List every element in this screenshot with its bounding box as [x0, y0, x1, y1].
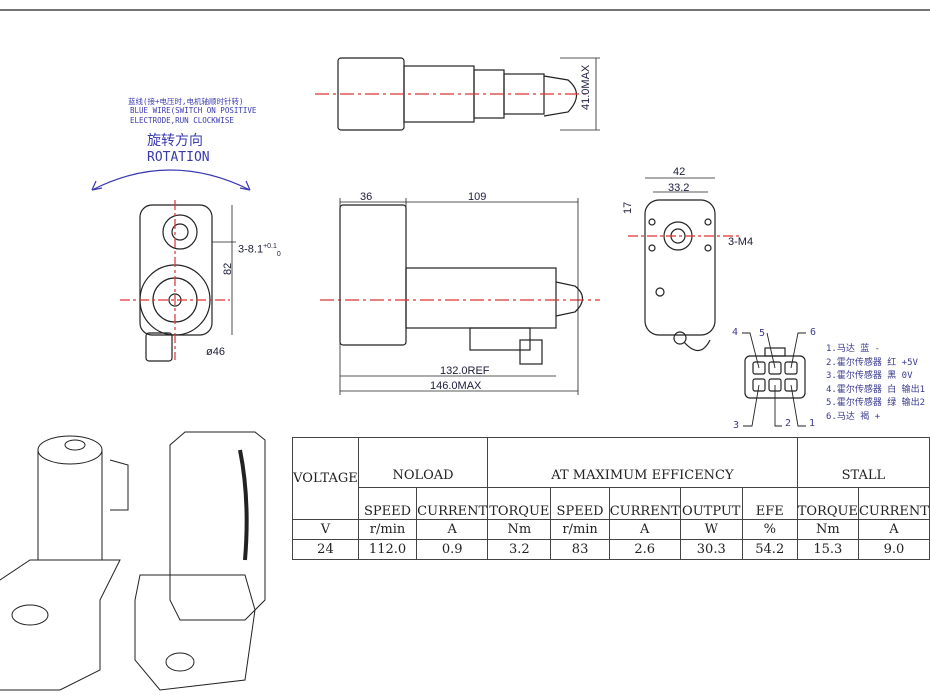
- legend-6: 6.马达 褐 +: [826, 411, 881, 422]
- value: 15.3: [796, 539, 859, 560]
- connector-legend: 1.马达 蓝 - 2.霍尔传感器 红 +5V 3.霍尔传感器 黑 0V 4.霍尔…: [826, 343, 925, 424]
- voltage-header: VOLTAGE: [292, 437, 359, 520]
- value: 112.0: [357, 539, 418, 560]
- value: 9.0: [857, 539, 930, 560]
- group-noload: NOLOAD: [357, 437, 489, 488]
- dim-holes: 3-8.1+0.10: [238, 243, 281, 258]
- unit: Nm: [487, 519, 552, 540]
- unit: A: [857, 519, 930, 540]
- col-current: CURRENT: [416, 487, 489, 520]
- col-output: OUTPUT: [679, 487, 743, 520]
- value: 2.6: [608, 539, 681, 560]
- col-speed: SPEED: [357, 487, 418, 520]
- dim-146-max: 146.0MAX: [430, 380, 482, 392]
- rotation-title-cn: 旋转方向: [147, 133, 203, 149]
- pin-2: 2: [785, 418, 792, 429]
- unit: V: [292, 519, 359, 540]
- unit: A: [416, 519, 489, 540]
- pin-6: 6: [810, 327, 817, 338]
- dim-33-2: 33.2: [668, 182, 690, 194]
- pin-4: 4: [732, 327, 739, 338]
- rotation-title: ROTATION: [147, 150, 210, 165]
- dim-3-m4: 3-M4: [728, 236, 754, 248]
- front-view: [120, 200, 236, 362]
- legend-5: 5.霍尔传感器 绿 输出2: [826, 398, 926, 408]
- connector-diagram: [742, 332, 806, 427]
- unit: r/min: [357, 519, 418, 540]
- dim-41-max: 41.0MAX: [580, 64, 592, 110]
- dim-holes-value: 3-8.1: [238, 243, 264, 256]
- dim-17: 17: [622, 201, 634, 214]
- unit: r/min: [550, 519, 610, 540]
- col-torque: TORQUE: [487, 487, 552, 520]
- value: 54.2: [741, 539, 798, 560]
- spec-table: VOLTAGE NOLOAD AT MAXIMUM EFFICENCY STAL…: [292, 437, 930, 560]
- value: 30.3: [679, 539, 743, 560]
- col-current: CURRENT: [857, 487, 930, 520]
- side-view: [320, 198, 600, 395]
- units-row: V r/min A Nm r/min A W % Nm A: [292, 519, 930, 540]
- unit: A: [608, 519, 681, 540]
- value: 24: [292, 539, 359, 560]
- dim-dia-46: ø46: [206, 346, 225, 358]
- isometric-views: [0, 431, 266, 691]
- top-view: [315, 57, 600, 131]
- dim-42: 42: [673, 166, 686, 178]
- rear-view: [628, 177, 740, 352]
- dim-109: 109: [468, 191, 487, 203]
- col-efe: EFE: [741, 487, 798, 520]
- legend-4: 4.霍尔传感器 白 输出1: [826, 384, 926, 395]
- dim-36: 36: [360, 191, 373, 203]
- unit: Nm: [796, 519, 859, 540]
- values-row: 24 112.0 0.9 3.2 83 2.6 30.3 54.2 15.3 9…: [292, 539, 930, 560]
- tol-upper: +0.1: [263, 243, 277, 250]
- rotation-arc: [91, 169, 251, 191]
- unit: W: [679, 519, 743, 540]
- pin-3: 3: [733, 420, 740, 431]
- rotation-note-line2: ELECTRODE,RUN CLOCKWISE: [130, 116, 234, 125]
- value: 0.9: [416, 539, 489, 560]
- dim-82: 82: [222, 262, 234, 275]
- col-current: CURRENT: [608, 487, 681, 520]
- legend-3: 3.霍尔传感器 黑 0V: [826, 371, 913, 381]
- rotation-note-chinese: 蓝线(接+电压时,电机轴顺时针转): [128, 97, 244, 106]
- legend-1: 1.马达 蓝 -: [826, 344, 881, 354]
- value: 3.2: [487, 539, 552, 560]
- pin-5: 5: [759, 328, 766, 339]
- group-max-efficiency: AT MAXIMUM EFFICENCY: [487, 437, 798, 488]
- dim-132-ref: 132.0REF: [440, 365, 490, 377]
- value: 83: [550, 539, 610, 560]
- rotation-note-line1: BLUE WIRE(SWITCH ON POSITIVE: [130, 106, 257, 115]
- col-torque: TORQUE: [796, 487, 859, 520]
- tol-lower: 0: [276, 250, 281, 258]
- unit: %: [741, 519, 798, 540]
- pin-1: 1: [809, 418, 816, 429]
- legend-2: 2.霍尔传感器 红 +5V: [826, 357, 918, 368]
- col-speed: SPEED: [550, 487, 610, 520]
- group-stall: STALL: [796, 437, 930, 488]
